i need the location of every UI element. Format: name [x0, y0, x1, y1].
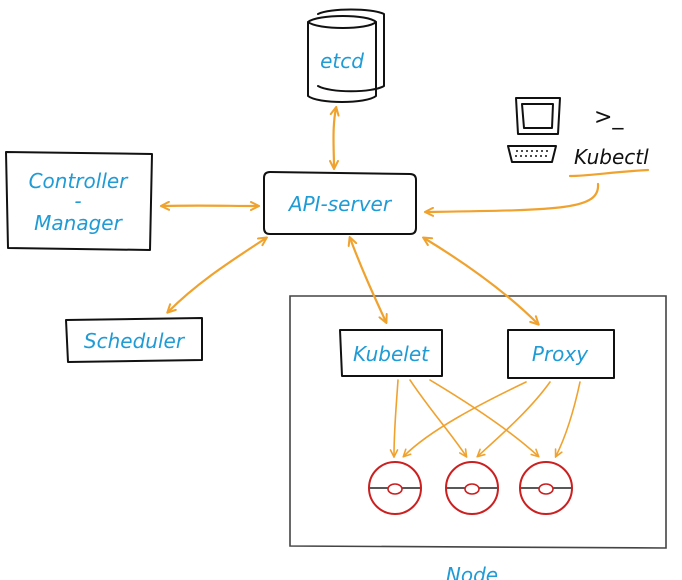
- controller-manager-label-line3: Manager: [34, 211, 123, 235]
- scheduler-label: Scheduler: [84, 329, 186, 353]
- controller-manager-label-line2: -: [74, 189, 81, 213]
- arrow-kubectl-api: [426, 182, 600, 212]
- proxy-node: Proxy: [507, 329, 615, 379]
- kubelet-label: Kubelet: [353, 342, 430, 366]
- arrow-proxy-pod2: [478, 381, 551, 456]
- api-server-label: API-server: [287, 192, 393, 216]
- monitor-icon: [515, 97, 561, 135]
- arrow-api-proxy: [424, 238, 538, 324]
- arrow-api-kubelet: [350, 238, 386, 322]
- kubelet-node: Kubelet: [339, 329, 443, 377]
- pod-icon: [519, 461, 573, 515]
- etcd-cylinder-icon: [307, 15, 377, 103]
- pod-icon: [445, 461, 499, 515]
- arrow-proxy-pod3: [556, 381, 581, 456]
- arrow-kubelet-pod3: [429, 379, 538, 456]
- controller-manager-label-line1: Controller: [29, 169, 130, 193]
- arrow-etcd-api: [334, 108, 337, 168]
- arrow-kubelet-pod1: [394, 379, 399, 456]
- pod-icon: [368, 461, 422, 515]
- arrow-proxy-pod1: [404, 381, 527, 456]
- node-container: Node: [289, 295, 667, 580]
- proxy-label: Proxy: [532, 342, 589, 366]
- controller-manager-node: Controller - Manager: [5, 151, 153, 251]
- node-label: Node: [446, 563, 498, 580]
- arrow-kubelet-pod2: [409, 379, 466, 456]
- arrow-scheduler-api: [168, 238, 266, 312]
- etcd-cylinder-back-icon: [317, 8, 385, 93]
- kubectl-underline: [568, 168, 650, 178]
- etcd-label: etcd: [320, 49, 364, 73]
- scheduler-node: Scheduler: [65, 317, 203, 363]
- api-server-node: API-server: [263, 171, 417, 235]
- kubectl-client: >_ Kubectl: [507, 97, 650, 178]
- terminal-prompt-icon: >_: [594, 105, 624, 130]
- kubectl-label: Kubectl: [574, 145, 649, 169]
- etcd-node: etcd: [307, 8, 385, 103]
- keyboard-icon: [507, 145, 557, 163]
